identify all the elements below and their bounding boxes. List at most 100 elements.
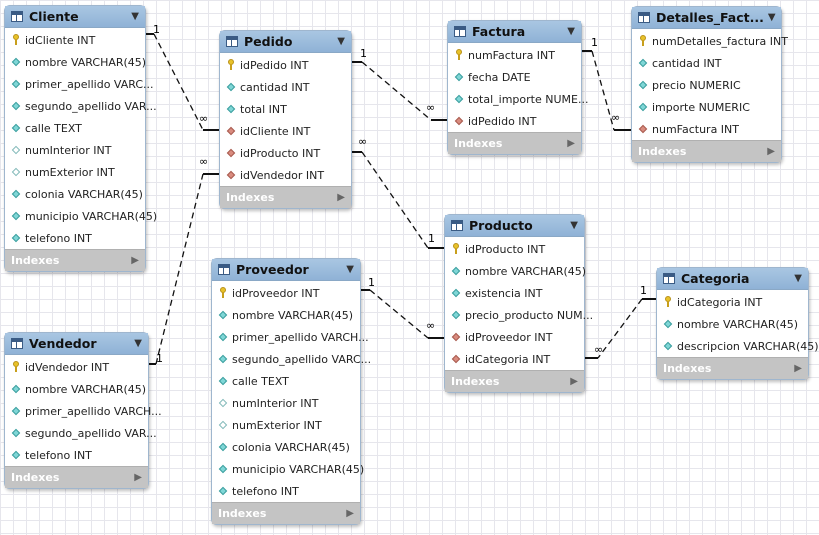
entity-header[interactable]: Factura▼ (448, 21, 581, 43)
collapse-arrow-icon[interactable]: ▼ (346, 264, 354, 275)
column-row[interactable]: total INT (220, 98, 351, 120)
column-row[interactable]: colonia VARCHAR(45) (5, 183, 145, 205)
column-row[interactable]: nombre VARCHAR(45) (5, 378, 148, 400)
entity-producto[interactable]: Producto▼ idProducto INT nombre VARCHAR(45… (444, 214, 593, 393)
cardinality-label: ∞ (199, 155, 208, 168)
column-row[interactable]: primer_apellido VARCH... (5, 400, 162, 422)
column-row[interactable]: municipio VARCHAR(45) (5, 205, 157, 227)
column-row[interactable]: segundo_apellido VAR... (5, 95, 157, 117)
column-row[interactable]: nombre VARCHAR(45) (212, 304, 360, 326)
column-row[interactable]: calle TEXT (212, 370, 360, 392)
column-row[interactable]: colonia VARCHAR(45) (212, 436, 360, 458)
collapse-arrow-icon[interactable]: ▼ (794, 273, 802, 284)
column-row[interactable]: idCategoria INT (445, 348, 584, 370)
column-row[interactable]: descripcion VARCHAR(45) (657, 335, 819, 357)
column-row[interactable]: importe NUMERIC (632, 96, 781, 118)
entity-header[interactable]: Detalles_Fact...▼ (632, 7, 781, 29)
column-row[interactable]: numInterior INT (212, 392, 360, 414)
indexes-bar[interactable]: Indexes▶ (448, 132, 581, 154)
column-row[interactable]: idVendedor INT (220, 164, 351, 186)
column-row[interactable]: precio_producto NUM... (445, 304, 593, 326)
column-label: idProducto INT (465, 242, 546, 256)
column-row[interactable]: numDetalles_factura INT (632, 30, 788, 52)
expand-arrow-icon[interactable]: ▶ (337, 192, 345, 203)
column-row[interactable]: calle TEXT (5, 117, 145, 139)
column-row[interactable]: telefono INT (5, 227, 145, 249)
column-row[interactable]: total_importe NUME... (448, 88, 588, 110)
column-row[interactable]: idCliente INT (220, 120, 351, 142)
indexes-bar[interactable]: Indexes▶ (5, 249, 145, 271)
column-row[interactable]: primer_apellido VARC... (5, 73, 154, 95)
column-row[interactable]: numFactura INT (632, 118, 781, 140)
column-row[interactable]: numExterior INT (212, 414, 360, 436)
relationship-line[interactable] (153, 33, 204, 131)
column-row[interactable]: telefono INT (212, 480, 360, 502)
entity-header[interactable]: Categoria▼ (657, 268, 808, 290)
relationship-line[interactable] (369, 289, 429, 339)
column-row[interactable]: idProducto INT (445, 238, 584, 260)
column-row[interactable]: fecha DATE (448, 66, 581, 88)
collapse-arrow-icon[interactable]: ▼ (767, 12, 776, 23)
column-row[interactable]: segundo_apellido VARC... (212, 348, 371, 370)
relationship-line[interactable] (591, 50, 615, 131)
column-row[interactable]: telefono INT (5, 444, 148, 466)
column-row[interactable]: idPedido INT (448, 110, 581, 132)
column-row[interactable]: numFactura INT (448, 44, 581, 66)
indexes-bar[interactable]: Indexes▶ (445, 370, 584, 392)
collapse-arrow-icon[interactable]: ▼ (131, 11, 139, 22)
collapse-arrow-icon[interactable]: ▼ (337, 36, 345, 47)
column-row[interactable]: idProducto INT (220, 142, 351, 164)
expand-arrow-icon[interactable]: ▶ (134, 472, 142, 483)
collapse-arrow-icon[interactable]: ▼ (567, 26, 575, 37)
foreign-key-icon (451, 331, 461, 343)
column-row[interactable]: nombre VARCHAR(45) (657, 313, 808, 335)
relationship-line[interactable] (155, 173, 204, 365)
indexes-bar[interactable]: Indexes▶ (220, 186, 351, 208)
entity-header[interactable]: Cliente▼ (5, 6, 145, 28)
column-row[interactable]: idProveedor INT (212, 282, 360, 304)
collapse-arrow-icon[interactable]: ▼ (570, 220, 578, 231)
indexes-bar[interactable]: Indexes▶ (212, 502, 360, 524)
column-row[interactable]: nombre VARCHAR(45) (445, 260, 586, 282)
column-row[interactable]: precio NUMERIC (632, 74, 781, 96)
expand-arrow-icon[interactable]: ▶ (570, 376, 578, 387)
entity-header[interactable]: Producto▼ (445, 215, 584, 237)
column-row[interactable]: cantidad INT (632, 52, 781, 74)
expand-arrow-icon[interactable]: ▶ (794, 363, 802, 374)
entity-detalles[interactable]: Detalles_Fact...▼numDetalles_factura INT… (631, 6, 788, 163)
column-row[interactable]: nombre VARCHAR(45) (5, 51, 146, 73)
entity-header[interactable]: Pedido▼ (220, 31, 351, 53)
column-row[interactable]: numExterior INT (5, 161, 145, 183)
column-row[interactable]: idCategoria INT (657, 291, 808, 313)
column-row[interactable]: primer_apellido VARCH... (212, 326, 369, 348)
entity-header[interactable]: Proveedor▼ (212, 259, 360, 281)
column-row[interactable]: cantidad INT (220, 76, 351, 98)
column-row[interactable]: numInterior INT (5, 139, 145, 161)
expand-arrow-icon[interactable]: ▶ (767, 146, 775, 157)
column-row[interactable]: idCliente INT (5, 29, 145, 51)
cardinality-label: ∞ (426, 101, 435, 114)
expand-arrow-icon[interactable]: ▶ (131, 255, 139, 266)
expand-arrow-icon[interactable]: ▶ (567, 138, 575, 149)
indexes-bar[interactable]: Indexes▶ (657, 357, 808, 379)
column-row[interactable]: municipio VARCHAR(45) (212, 458, 364, 480)
column-row[interactable]: segundo_apellido VAR... (5, 422, 157, 444)
indexes-bar[interactable]: Indexes▶ (632, 140, 781, 162)
column-row[interactable]: existencia INT (445, 282, 584, 304)
entity-header[interactable]: Vendedor▼ (5, 333, 148, 355)
relationship-line[interactable] (361, 151, 429, 249)
relationship-line[interactable] (597, 298, 643, 359)
column-row[interactable]: idPedido INT (220, 54, 351, 76)
collapse-arrow-icon[interactable]: ▼ (134, 338, 142, 349)
relationship-line[interactable] (361, 61, 432, 121)
column-row[interactable]: idProveedor INT (445, 326, 584, 348)
expand-arrow-icon[interactable]: ▶ (346, 508, 354, 519)
column-row[interactable]: idVendedor INT (5, 356, 148, 378)
indexes-bar[interactable]: Indexes▶ (5, 466, 148, 488)
